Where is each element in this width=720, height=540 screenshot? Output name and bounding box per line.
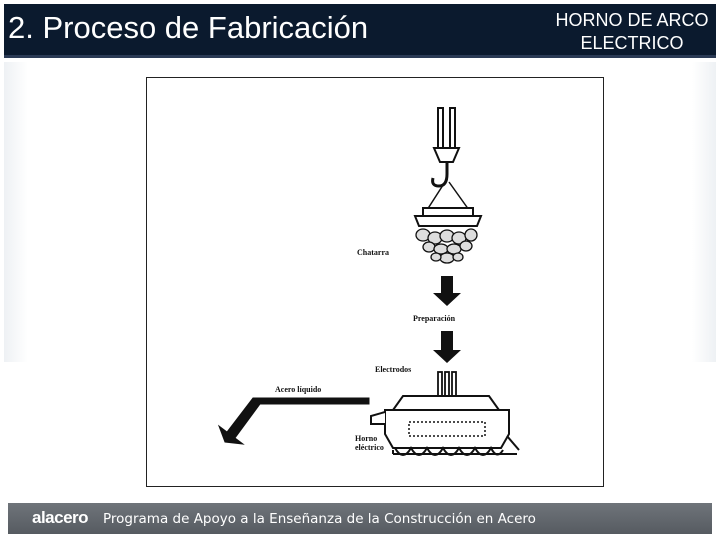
process-diagram: Chatarra Preparación Electrodos Acero lí… xyxy=(146,77,604,487)
footer-program-text: Programa de Apoyo a la Enseñanza de la C… xyxy=(103,511,536,527)
magnet-plate xyxy=(413,215,483,227)
label-horno-1: Horno xyxy=(355,434,378,443)
furnace-base xyxy=(392,435,520,455)
down-arrow-icon xyxy=(433,331,461,363)
diagram-drawing xyxy=(217,107,520,456)
label-electrodos: Electrodos xyxy=(375,365,412,374)
alacero-logo: alacero xyxy=(32,508,89,527)
label-preparacion: Preparación xyxy=(413,314,456,323)
subtitle-line-1: HORNO DE ARCO xyxy=(555,10,709,30)
crane-cable xyxy=(437,107,456,149)
furnace-roof xyxy=(391,395,501,411)
right-shade xyxy=(692,62,716,362)
label-chatarra: Chatarra xyxy=(357,248,389,257)
molten-bath xyxy=(408,421,486,437)
crane-hook-icon xyxy=(431,162,449,188)
hook-block xyxy=(432,147,461,163)
magnet-chains xyxy=(426,181,470,211)
liquid-steel-arrow-icon xyxy=(217,397,370,445)
scrap-pile xyxy=(415,228,478,264)
slide-title: 2. Proceso de Fabricación xyxy=(8,10,369,45)
left-shade xyxy=(4,62,28,362)
slide-header: 2. Proceso de Fabricación HORNO DE ARCO … xyxy=(4,4,716,58)
footer-bar: alacero Programa de Apoyo a la Enseñanza… xyxy=(8,503,712,534)
slide-subtitle: HORNO DE ARCO ELECTRICO xyxy=(544,9,720,55)
label-acero-liquido: Acero líquido xyxy=(275,385,322,394)
label-horno-2: eléctrico xyxy=(355,443,384,452)
lifting-magnet xyxy=(422,207,474,217)
subtitle-line-2: ELECTRICO xyxy=(580,33,684,53)
electrodes xyxy=(437,371,457,397)
tapping-spout xyxy=(370,411,386,425)
down-arrow-icon xyxy=(433,276,461,306)
